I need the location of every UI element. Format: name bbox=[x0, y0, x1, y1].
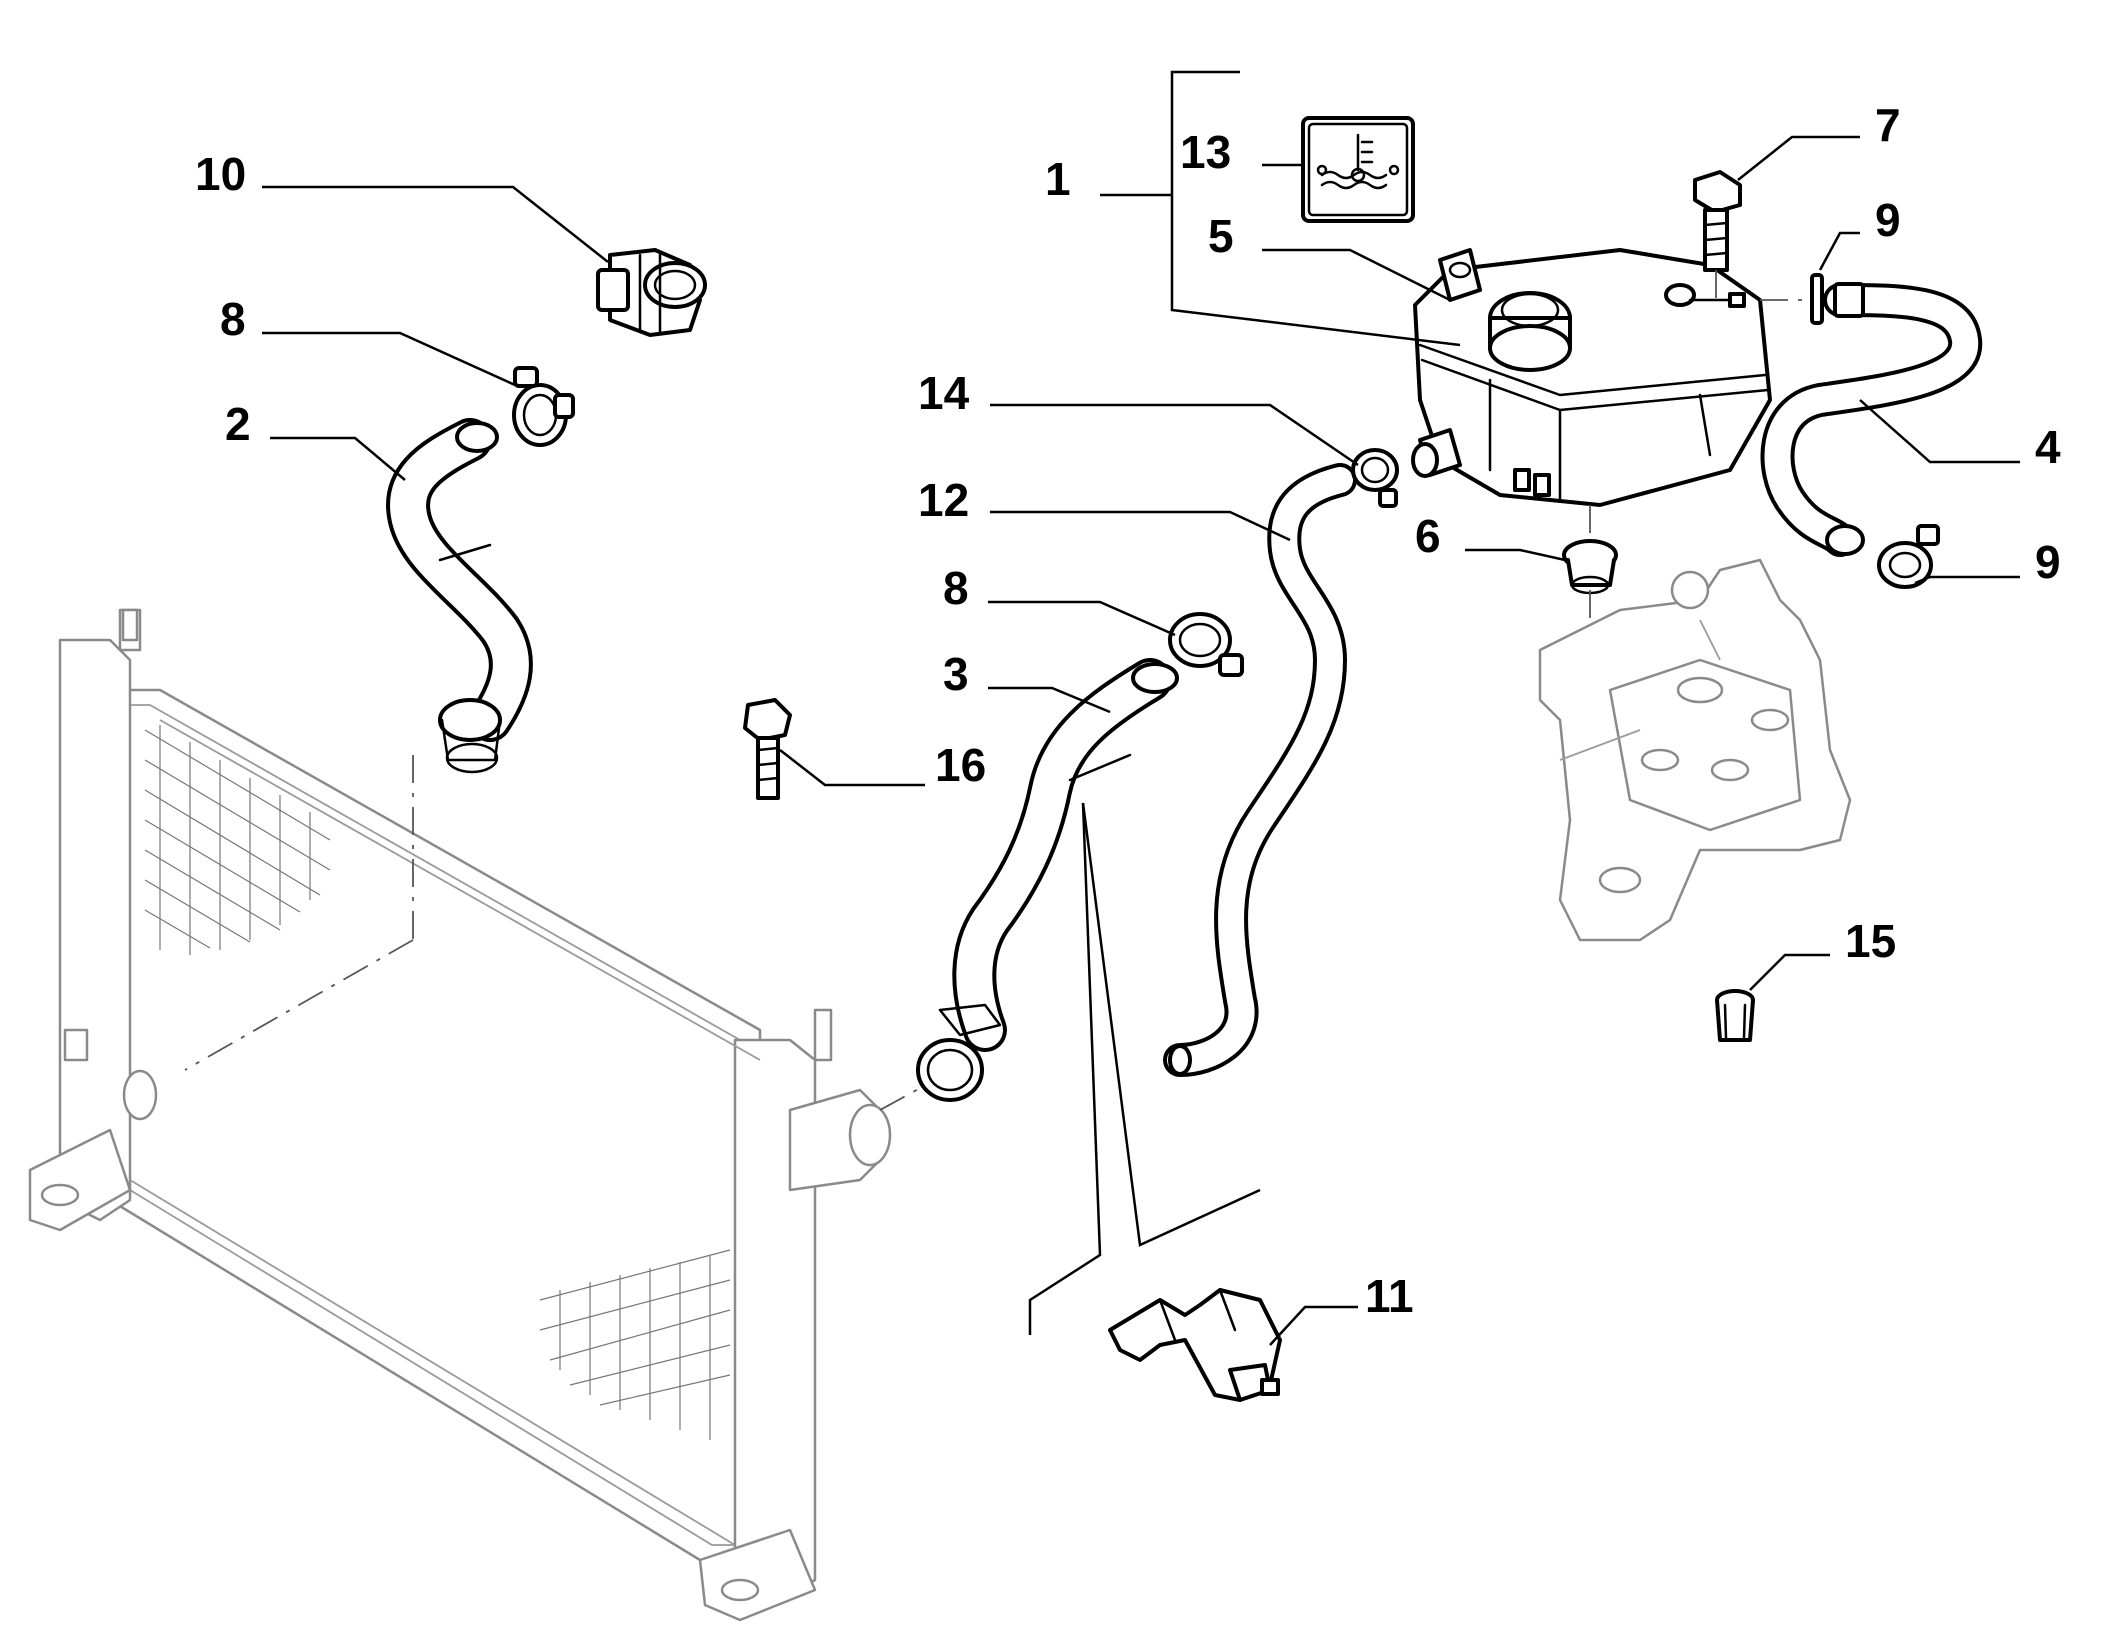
callout-6: 6 bbox=[1415, 510, 1441, 562]
callout-12: 12 bbox=[918, 474, 969, 526]
callout-7: 7 bbox=[1875, 99, 1901, 151]
part-5-expansion-tank bbox=[1411, 248, 1772, 507]
coolant-temperature-icon bbox=[1316, 133, 1400, 190]
part-9-clip-upper bbox=[1810, 273, 1824, 325]
callout-8-upper: 8 bbox=[220, 293, 246, 345]
callout-3: 3 bbox=[943, 648, 969, 700]
part-2-upper-radiator-hose bbox=[386, 418, 533, 774]
callout-5: 5 bbox=[1208, 210, 1234, 262]
part-15-plug bbox=[1715, 989, 1755, 1042]
radiator-left-foot bbox=[28, 1128, 132, 1232]
part-8-hose-clamp-middle bbox=[1168, 612, 1244, 677]
callout-9-lower: 9 bbox=[2035, 536, 2061, 588]
part-8-hose-clamp-upper bbox=[512, 366, 575, 447]
callout-15: 15 bbox=[1845, 915, 1896, 967]
callout-13: 13 bbox=[1180, 126, 1231, 178]
radiator-fin-mesh-upper bbox=[144, 725, 331, 955]
callout-11: 11 bbox=[1365, 1270, 1414, 1322]
callout-14: 14 bbox=[918, 367, 970, 419]
part-3-lower-radiator-hose bbox=[916, 658, 1179, 1102]
part-4-breather-hose bbox=[1760, 282, 1983, 557]
callout-8-middle: 8 bbox=[943, 562, 969, 614]
callout-9-upper: 9 bbox=[1875, 194, 1901, 246]
part-11-hose-bracket bbox=[1108, 1288, 1282, 1402]
part-7-bolt bbox=[1693, 170, 1742, 272]
leader-lines bbox=[262, 70, 2020, 1346]
callout-2: 2 bbox=[225, 398, 251, 450]
part-12-overflow-hose bbox=[1163, 463, 1357, 1077]
part-9-hose-clamp-lower bbox=[1877, 524, 1940, 589]
radiator bbox=[28, 608, 892, 1622]
part-6-rubber-grommet bbox=[1562, 539, 1618, 595]
radiator-fin-mesh-lower bbox=[539, 1249, 731, 1440]
callout-16: 16 bbox=[935, 739, 986, 791]
callout-10: 10 bbox=[195, 148, 246, 200]
part-16-bolt bbox=[743, 698, 792, 800]
radiator-left-tank bbox=[58, 638, 132, 1222]
radiator-core bbox=[108, 688, 762, 1562]
callout-4: 4 bbox=[2035, 421, 2061, 473]
callout-1: 1 bbox=[1045, 153, 1071, 205]
engine-mount-bracket bbox=[1538, 558, 1852, 942]
part-14-hose-clamp bbox=[1351, 448, 1399, 508]
part-13-coolant-warning-label bbox=[1301, 116, 1415, 223]
part-10-hose-connector bbox=[596, 248, 707, 337]
